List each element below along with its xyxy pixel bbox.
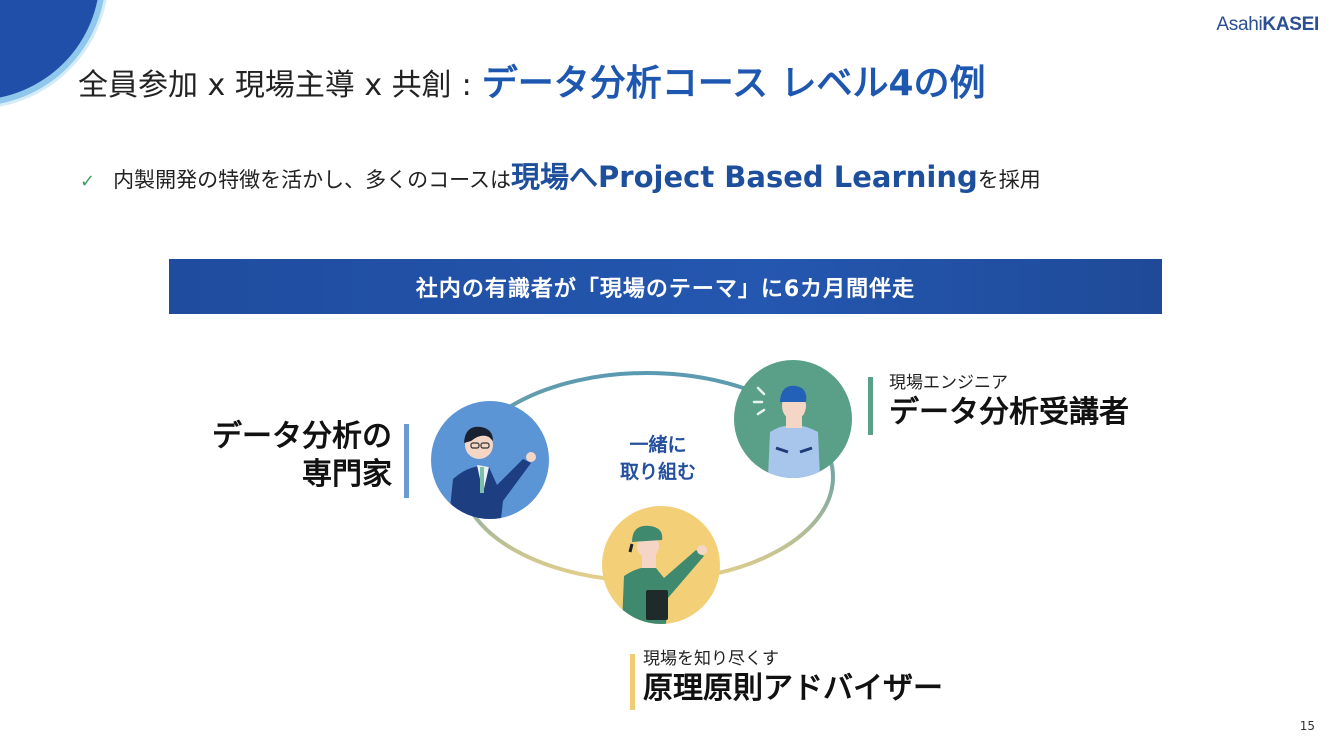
banner: 社内の有識者が「現場のテーマ」に6カ月間伴走: [169, 259, 1162, 314]
advisor-label: 現場を知り尽くす 原理原則アドバイザー: [643, 648, 943, 708]
engineer-icon: [752, 385, 820, 478]
bullet-text-after: を採用: [977, 168, 1041, 192]
advisor-avatar: [602, 506, 720, 624]
learner-avatar: [734, 360, 852, 478]
company-logo: AsahiKASEI: [1216, 14, 1319, 35]
learner-title: データ分析受講者: [889, 395, 1129, 430]
collaboration-label: 一緒に 取り組む: [603, 432, 713, 486]
expert-accent-bar: [404, 424, 409, 498]
expert-title-line-2: 専門家: [302, 457, 392, 492]
bullet-point: ✓ 内製開発の特徴を活かし、多くのコースは 現場へProject Based L…: [80, 154, 1041, 196]
learner-label: 現場エンジニア データ分析受講者: [889, 372, 1129, 432]
title-lead: 全員参加 x 現場主導 x 共創: [78, 68, 452, 103]
bullet-text-emphasis: 現場へProject Based Learning: [511, 160, 978, 194]
title-separator: :: [461, 68, 472, 103]
expert-title-line-1: データ分析の: [212, 419, 392, 454]
collaboration-line-1: 一緒に: [629, 434, 687, 456]
expert-avatar: [431, 401, 549, 519]
title-accent: データ分析コース レベル4の例: [481, 63, 986, 104]
field-worker-icon: [622, 525, 707, 624]
advisor-subtitle: 現場を知り尽くす: [643, 649, 779, 669]
learner-subtitle: 現場エンジニア: [889, 373, 1008, 393]
check-icon: ✓: [80, 171, 96, 192]
banner-text: 社内の有識者が「現場のテーマ」に6カ月間伴走: [415, 276, 916, 302]
collaboration-line-2: 取り組む: [619, 461, 696, 483]
advisor-accent-bar: [630, 654, 635, 710]
learner-accent-bar: [868, 377, 873, 435]
businessman-icon: [449, 426, 536, 519]
advisor-title: 原理原則アドバイザー: [643, 671, 943, 706]
slide-title: 全員参加 x 現場主導 x 共創 : データ分析コース レベル4の例: [78, 54, 986, 106]
expert-label: データ分析の 専門家: [196, 418, 392, 494]
bullet-text-before: 内製開発の特徴を活かし、多くのコースは: [113, 168, 512, 192]
page-number: 15: [1299, 719, 1315, 733]
